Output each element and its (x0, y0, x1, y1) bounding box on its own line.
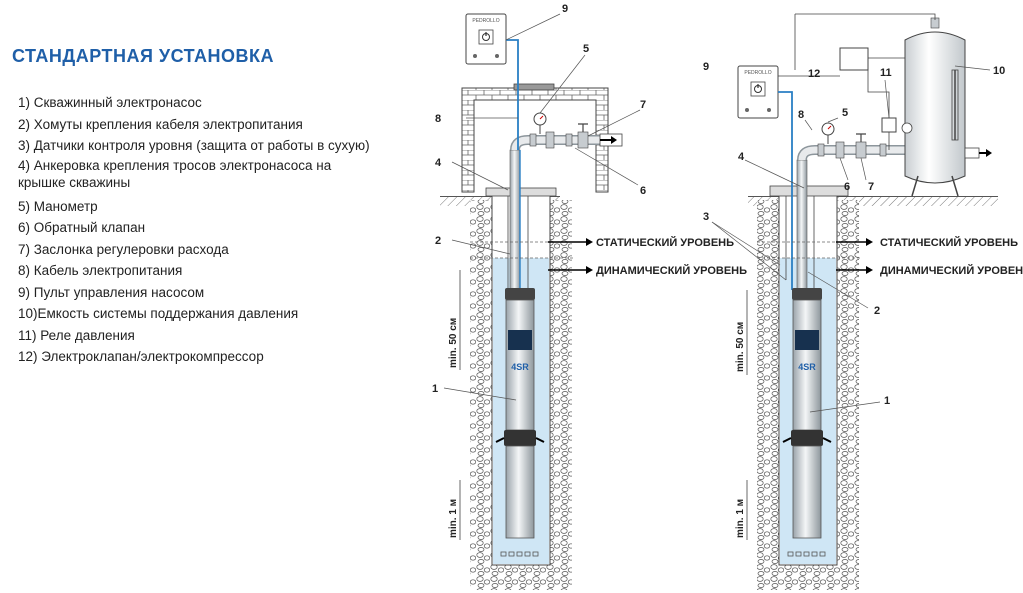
callout-3-right: 3 (703, 211, 709, 223)
static-level-label: СТАТИЧЕСКИЙ УРОВЕНЬ (880, 236, 1018, 249)
brick-chamber (461, 87, 609, 193)
legend-item: 5) Манометр (18, 198, 98, 214)
callout-5-right: 5 (842, 107, 848, 119)
well-cap (485, 187, 557, 197)
page-title: СТАНДАРТНАЯ УСТАНОВКА (12, 46, 275, 66)
pump-body (792, 299, 822, 431)
pump-motor (792, 445, 822, 539)
chamber-lid (513, 83, 555, 91)
legend-item: 6) Обратный клапан (18, 220, 146, 235)
left-installation: PEDROLLO 4SR СТАТИЧЕСКИЙ УРОВЕНЬ ДИНАМИЧ… (432, 3, 747, 590)
pressure-tank (904, 31, 966, 184)
callout-1-left: 1 (432, 383, 438, 395)
callout-12-right: 12 (808, 68, 820, 80)
pump-head (505, 288, 535, 300)
pump-model: 4SR (798, 362, 816, 372)
pump-head (792, 288, 822, 300)
riser-pipe (509, 149, 521, 291)
pump-body (505, 299, 535, 431)
legend-item: 2) Хомуты крепления кабеля электропитани… (18, 116, 303, 132)
callout-7-left: 7 (640, 99, 646, 111)
legend-item: 3) Датчики контроля уровня (защита от ра… (18, 138, 370, 153)
callout-1-right: 1 (884, 395, 890, 407)
panel-brand: PEDROLLO (744, 70, 771, 76)
callout-11-right: 11 (880, 67, 892, 79)
power-cable (506, 39, 519, 150)
callout-6-left: 6 (640, 185, 646, 197)
callout-8-left: 8 (435, 113, 441, 125)
dynamic-level-label: ДИНАМИЧЕСКИЙ УРОВЕНЬ (596, 264, 747, 277)
flow-valve (855, 141, 867, 159)
callout-8-right: 8 (798, 109, 804, 121)
static-level-label: СТАТИЧЕСКИЙ УРОВЕНЬ (596, 236, 734, 249)
dim-min50-right: min. 50 см (735, 322, 746, 372)
gravel-wall (470, 200, 492, 590)
flow-valve (577, 131, 589, 149)
electrovalve (839, 47, 869, 71)
legend-item: крышке скважины (18, 174, 131, 190)
legend-item: 4) Анкеровка крепления тросов электронас… (18, 157, 332, 173)
callout-5-left: 5 (583, 43, 589, 55)
check-valve (835, 141, 845, 159)
callout-6-right: 6 (844, 181, 850, 193)
callout-9-right: 9 (703, 61, 709, 73)
pressure-switch (881, 117, 897, 133)
gravel-wall (550, 200, 572, 590)
pump-intake (504, 430, 536, 446)
legend-list: 1) Скважинный электронасос 2) Хомуты кре… (18, 92, 370, 368)
panel-brand: PEDROLLO (472, 18, 499, 24)
legend-item: 7) Заслонка регулеровки расхода (18, 241, 229, 257)
filter-slots (787, 551, 826, 557)
legend-item: 8) Кабель электропитания (18, 263, 183, 278)
callout-2-right: 2 (874, 305, 880, 317)
callout-7-right: 7 (868, 181, 874, 193)
check-valve (545, 131, 555, 149)
legend-item: 12) Электроклапан/электрокомпрессор (18, 349, 264, 364)
well-cap (769, 185, 849, 197)
pump-label (508, 330, 532, 350)
dynamic-level-label: ДИНАМИЧЕСКИЙ УРОВЕНЬ (880, 264, 1023, 277)
callout-4-left: 4 (435, 157, 442, 169)
dim-min1m-right: min. 1 м (735, 499, 746, 538)
right-installation: PEDROLLO 4SR СТАТИЧЕСКИЙ УРОВЕНЬ ДИНАМИЧ… (703, 13, 1023, 590)
riser-pipe (796, 159, 808, 291)
callout-9-left: 9 (562, 3, 568, 15)
dim-min1m-left: min. 1 м (448, 499, 459, 538)
ground-right (748, 196, 998, 206)
pump-model: 4SR (511, 362, 529, 372)
callout-2-left: 2 (435, 235, 441, 247)
legend-item: 10)Емкость системы поддержания давления (18, 306, 299, 321)
legend-item: 9) Пульт управления насосом (18, 284, 205, 300)
pump-intake (791, 430, 823, 446)
legend-item: 11) Реле давления (18, 327, 135, 343)
pump-label (795, 330, 819, 350)
dim-min50-left: min. 50 см (448, 318, 459, 368)
gravel-wall (757, 200, 779, 590)
power-cable (778, 91, 793, 290)
callout-10-right: 10 (993, 65, 1005, 77)
pump-motor (505, 445, 535, 539)
gravel-wall (837, 200, 859, 590)
filter-slots (500, 551, 539, 557)
callout-4-right: 4 (738, 151, 745, 163)
legend-item: 1) Скважинный электронасос (18, 95, 202, 110)
